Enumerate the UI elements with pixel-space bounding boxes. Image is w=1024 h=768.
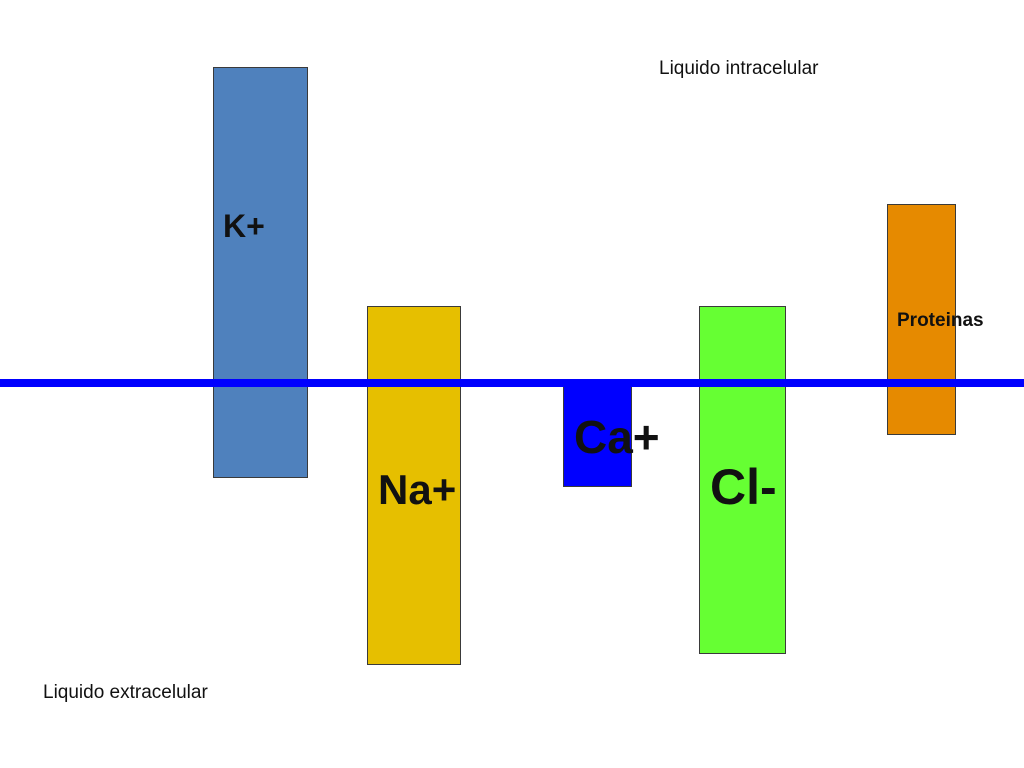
cl-label: Cl- bbox=[710, 459, 777, 515]
na-bar bbox=[367, 306, 461, 665]
extracellular-label: Liquido extracelular bbox=[43, 682, 208, 703]
intracellular-label: Liquido intracelular bbox=[659, 58, 819, 79]
k-bar bbox=[213, 67, 308, 478]
ca-bar bbox=[563, 383, 632, 487]
k-label: K+ bbox=[223, 208, 265, 244]
membrane-line bbox=[0, 379, 1024, 387]
proteinas-label: Proteinas bbox=[897, 310, 984, 331]
na-label: Na+ bbox=[378, 466, 457, 513]
cl-bar bbox=[699, 306, 786, 654]
proteinas-bar bbox=[887, 204, 956, 435]
ca-label: Ca+ bbox=[574, 411, 660, 463]
